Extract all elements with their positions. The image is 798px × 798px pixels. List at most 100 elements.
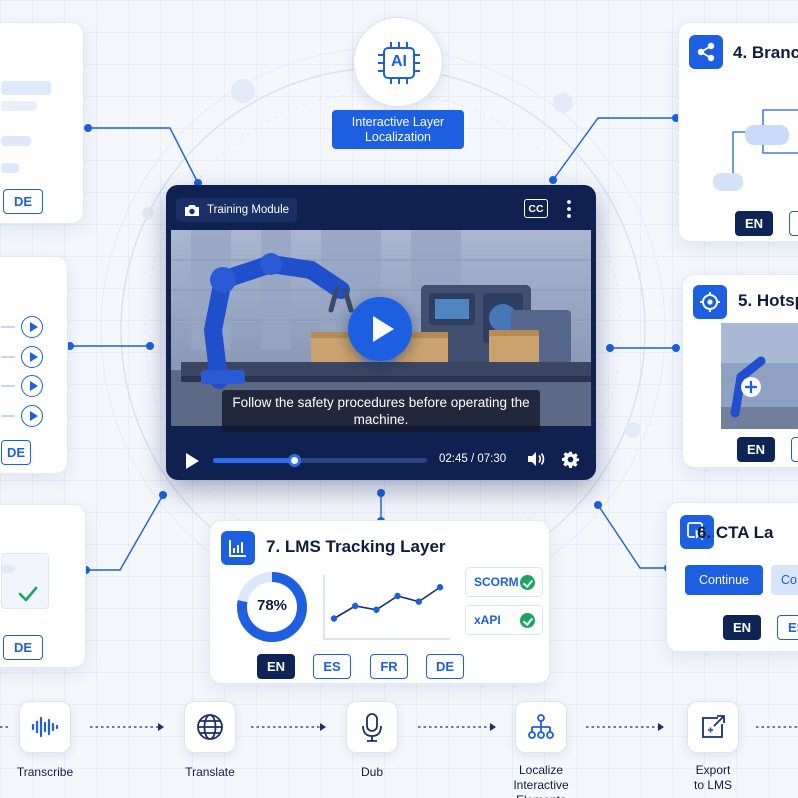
hotspot-title: 5. Hotsp <box>738 291 798 310</box>
placeholder-bar <box>1 163 19 173</box>
trend-point-1 <box>330 615 338 622</box>
workflow-step-dub[interactable] <box>346 701 398 753</box>
donut-percent: 78% <box>256 597 288 614</box>
globe-icon <box>197 714 223 740</box>
cursor-click-icon <box>680 515 714 549</box>
list-line <box>1 415 15 417</box>
ai-badge: AI <box>353 17 443 107</box>
play-button[interactable] <box>348 297 412 361</box>
card-hotspot: 5. Hotsp EN <box>682 274 798 468</box>
ai-chip-icon <box>378 42 420 84</box>
placeholder-bar <box>1 565 15 573</box>
lms-title: 7. LMS Tracking Layer <box>266 537 446 556</box>
workflow-step-export[interactable] <box>687 701 739 753</box>
ai-caption-text: Interactive Layer Localization <box>351 114 445 144</box>
language-chip-es[interactable]: ES <box>777 615 798 640</box>
volume-icon[interactable] <box>527 451 545 467</box>
check-icon <box>18 586 38 602</box>
hotspot-thumbnail <box>721 323 798 429</box>
xapi-label: xAPI <box>474 613 501 627</box>
language-chip-de[interactable]: DE <box>1 440 31 465</box>
language-chip-de[interactable]: DE <box>3 189 43 214</box>
workflow-step-transcribe[interactable] <box>19 701 71 753</box>
language-chip-partial[interactable] <box>791 437 798 462</box>
cc-button[interactable]: CC <box>524 199 548 218</box>
placeholder-bar <box>1 136 31 146</box>
language-chip-partial[interactable] <box>789 211 798 236</box>
continue-button[interactable]: Continue <box>685 565 763 595</box>
language-chip-en[interactable]: EN <box>737 437 775 462</box>
language-chip-en[interactable]: EN <box>735 211 773 236</box>
player-play-icon[interactable] <box>186 453 199 469</box>
ai-chip-text: AI <box>391 53 407 70</box>
subtitle-text: Follow the safety procedures before oper… <box>232 395 530 427</box>
continue-button-label: Continue <box>698 573 750 587</box>
trend-line <box>333 586 441 620</box>
card-mid-left: DE <box>0 256 68 474</box>
player-title-chip: Training Module <box>176 198 298 222</box>
xapi-status: xAPI <box>465 605 543 635</box>
ai-caption: Interactive Layer Localization <box>332 110 464 149</box>
check-icon <box>520 575 535 590</box>
trend-point-3 <box>373 606 380 613</box>
workflow-label-dub: Dub <box>360 765 383 779</box>
progress-fill <box>213 458 295 463</box>
branching-title: 4. Branc <box>733 43 798 62</box>
trend-point-2 <box>352 602 359 610</box>
hierarchy-icon <box>528 714 554 739</box>
progress-knob[interactable] <box>288 454 302 467</box>
cc-label: CC <box>528 202 544 215</box>
secondary-button[interactable]: Co <box>771 565 798 595</box>
workflow-step-translate[interactable] <box>184 701 236 753</box>
progress-track[interactable] <box>213 454 427 467</box>
play-icon[interactable] <box>21 405 43 427</box>
play-icon[interactable] <box>21 316 43 338</box>
play-icon <box>373 316 394 342</box>
export-icon <box>702 715 725 738</box>
microphone-icon <box>362 713 382 742</box>
workflow-step-localize[interactable] <box>515 701 567 753</box>
language-chip-es[interactable]: ES <box>313 654 351 679</box>
card-lms: 7. LMS Tracking Layer 78% SCORM xAPI EN … <box>209 520 550 684</box>
workflow-label-transcribe: Transcribe <box>16 765 74 779</box>
progress-donut <box>237 572 307 642</box>
card-top-left: DE <box>0 22 84 224</box>
list-line <box>1 356 15 358</box>
time-readout: 02:45 / 07:30 <box>439 453 507 465</box>
list-line <box>1 385 15 387</box>
trend-point-6 <box>436 584 444 591</box>
scorm-label: SCORM <box>474 575 519 589</box>
play-icon[interactable] <box>21 375 43 397</box>
language-chip-en[interactable]: EN <box>257 654 295 679</box>
language-chip-fr[interactable]: FR <box>370 654 408 679</box>
workflow-label-translate: Translate <box>185 765 235 779</box>
placeholder-bar <box>1 81 51 95</box>
waveform-icon <box>31 716 59 738</box>
share-icon <box>689 35 723 69</box>
video-player: Training Module CC <box>166 185 596 480</box>
branching-diagram <box>713 109 798 191</box>
language-chip-de[interactable]: DE <box>3 635 43 660</box>
language-chip-en[interactable]: EN <box>723 615 761 640</box>
player-title: Training Module <box>207 204 290 216</box>
target-icon <box>693 285 727 319</box>
trend-line-chart <box>323 575 450 640</box>
subtitle-box: Follow the safety procedures before oper… <box>222 390 540 432</box>
language-chip-de[interactable]: DE <box>426 654 464 679</box>
trend-point-4 <box>394 592 401 600</box>
cta-title: 6. CTA La <box>697 523 774 542</box>
trend-chart-frame <box>322 573 452 641</box>
secondary-button-label: Co <box>781 573 797 587</box>
trend-point-5 <box>415 598 422 605</box>
workflow-label-localize: Localize Interactive Elements <box>513 763 569 798</box>
placeholder-bar <box>1 101 37 111</box>
card-cta: 6. CTA La Continue Co EN ES <box>666 502 798 652</box>
settings-gear-icon[interactable] <box>562 451 579 468</box>
card-branching: 4. Branc EN <box>678 22 798 242</box>
scorm-status: SCORM <box>465 567 543 597</box>
play-icon[interactable] <box>21 346 43 368</box>
check-icon <box>520 613 535 628</box>
list-line <box>1 326 15 328</box>
card-bottom-left: DE <box>0 504 86 668</box>
more-options-icon[interactable] <box>564 199 574 219</box>
